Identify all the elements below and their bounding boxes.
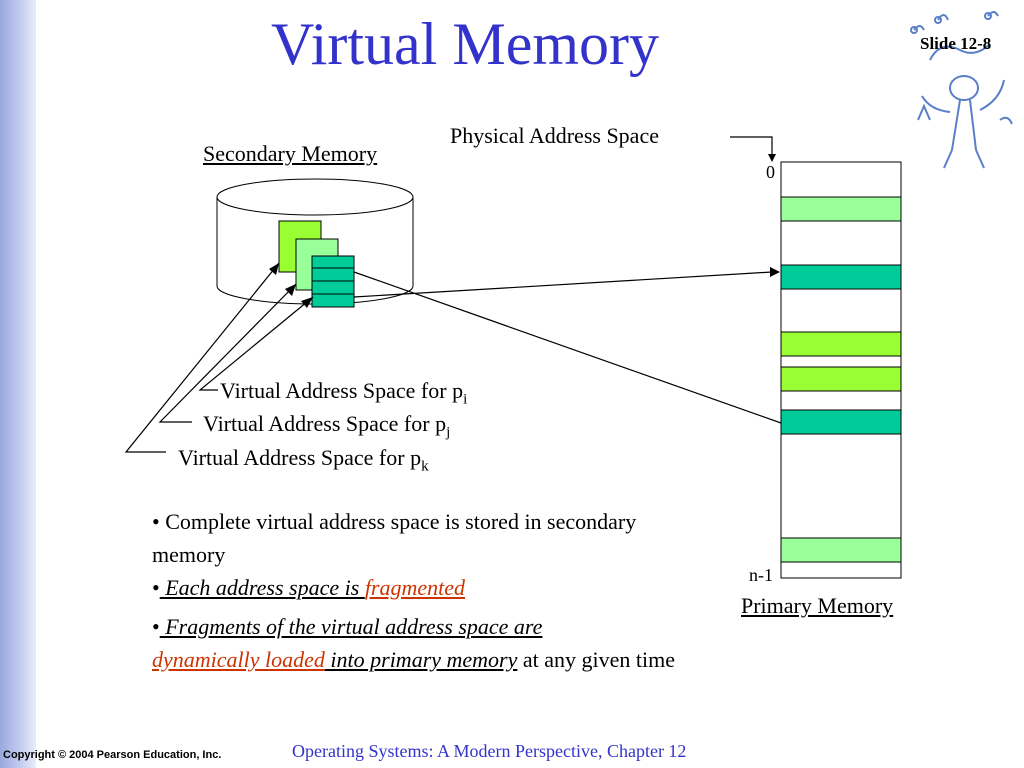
mapping-arrowhead <box>770 267 780 277</box>
bullet-3: • Fragments of the virtual address space… <box>152 614 676 672</box>
page-block-pk <box>311 255 355 308</box>
vas-label-pk-sub: k <box>421 458 429 475</box>
bullet-3-emphasis: dynamically loaded <box>152 647 325 672</box>
bullet-3-text-a: Fragments of the virtual address space a… <box>159 614 543 639</box>
bullet-3-text-d: at any given time <box>517 647 676 672</box>
bullet-2-text: Each address space is <box>159 575 365 600</box>
bullet-3-text-c: into primary memory <box>324 647 518 672</box>
frame-teal-2 <box>780 409 902 435</box>
physical-space-pointer <box>730 136 773 158</box>
frame-light-2 <box>780 537 902 563</box>
leader-arrows <box>124 262 314 453</box>
physical-address-space-label: Physical Address Space <box>450 123 659 148</box>
frame-lime-2 <box>780 366 902 392</box>
bullet-list: • Complete virtual address space is stor… <box>152 505 712 676</box>
slide-number: Slide 12-8 <box>920 34 992 53</box>
secondary-memory-label: Secondary Memory <box>203 141 378 166</box>
address-n-minus-1-label: n-1 <box>749 565 773 585</box>
bullet-1: • Complete virtual address space is stor… <box>152 509 637 567</box>
frame-teal-1 <box>780 264 902 290</box>
bullet-1-text: Complete virtual address space is stored… <box>152 509 637 567</box>
vas-label-pj-text: Virtual Address Space for p <box>203 411 447 436</box>
vas-label-pi-text: Virtual Address Space for p <box>220 378 464 403</box>
left-gradient-bar <box>0 0 36 768</box>
primary-memory-label: Primary Memory <box>741 593 894 618</box>
mapping-arrow-line <box>353 271 773 298</box>
vas-label-pi-sub: i <box>463 391 468 408</box>
vas-label-pk: Virtual Address Space for pk <box>178 447 429 474</box>
bullet-2-emphasis: fragmented <box>364 575 466 600</box>
vas-label-pk-text: Virtual Address Space for p <box>178 445 422 470</box>
bullet-2: • Each address space is fragmented <box>152 575 466 600</box>
slide-title: Virtual Memory <box>271 11 659 77</box>
musical-figure-logo <box>910 11 1013 169</box>
frame-lime-1 <box>780 331 902 357</box>
vas-label-pi: Virtual Address Space for pi <box>220 380 467 407</box>
vas-label-pj-sub: j <box>446 424 451 441</box>
course-footer: Operating Systems: A Modern Perspective,… <box>292 741 687 761</box>
leader-arrowhead-pj <box>285 284 296 296</box>
vas-label-pj: Virtual Address Space for pj <box>203 413 450 440</box>
leader-arrowhead-pi <box>301 297 313 308</box>
mapping-line-2 <box>353 271 782 424</box>
copyright-notice: Copyright © 2004 Pearson Education, Inc. <box>3 749 222 761</box>
physical-space-arrowhead <box>768 154 776 162</box>
leader-arrowhead-pk <box>269 263 279 275</box>
frame-light-1 <box>780 196 902 222</box>
address-zero-label: 0 <box>766 162 775 182</box>
